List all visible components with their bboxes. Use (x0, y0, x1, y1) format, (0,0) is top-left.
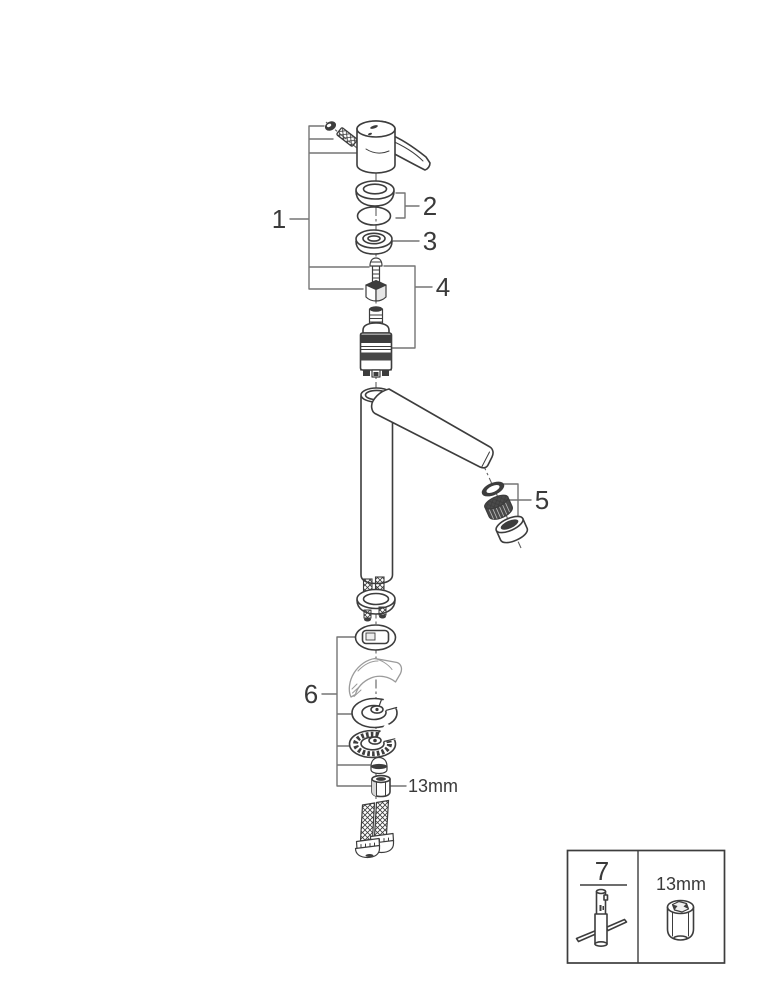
base-flange-icon (356, 588, 396, 622)
grub-screw-icon (336, 127, 358, 147)
base-gasket-icon (354, 624, 397, 651)
toothed-clamp-icon (348, 723, 411, 759)
dome-ring-icon (355, 180, 395, 207)
aerator-housing-icon (495, 515, 529, 544)
callout-4-label: 4 (436, 272, 450, 302)
faucet-body-icon (360, 387, 494, 585)
aerator-seal-icon (481, 481, 505, 497)
callout-1-label: 1 (272, 204, 286, 234)
supply-hoses-icon (354, 799, 395, 859)
callout-2-label: 2 (423, 191, 437, 221)
legend-socket-size-label: 13mm (656, 874, 706, 894)
cartridge-icon (359, 306, 393, 378)
center-lines (325, 121, 522, 802)
mounting-tool-icon (575, 888, 628, 947)
horseshoe-clamp-icon (351, 692, 413, 729)
support-wedge-icon (348, 657, 403, 698)
aerator-insert-icon (484, 494, 513, 520)
cartridge-adapter-icon (365, 279, 387, 302)
callout-6-label: 6 (304, 679, 318, 709)
dome-nut-icon (370, 756, 388, 775)
lever-handle-icon (356, 120, 431, 174)
bearing-ring-icon (355, 229, 393, 255)
o-ring-icon (356, 206, 392, 226)
socket-nut-icon (666, 899, 695, 941)
mounting-nut-icon (371, 774, 391, 798)
callout-lines (289, 125, 532, 787)
callout-labels: 1 2 3 4 5 6 13mm (272, 191, 549, 796)
callout-7-label: 7 (595, 856, 609, 886)
legend-box: 7 13mm (566, 849, 726, 964)
handle-plug-icon (324, 121, 337, 131)
callout-3-label: 3 (423, 226, 437, 256)
callout-5-label: 5 (535, 485, 549, 515)
hex-size-label: 13mm (408, 776, 458, 796)
